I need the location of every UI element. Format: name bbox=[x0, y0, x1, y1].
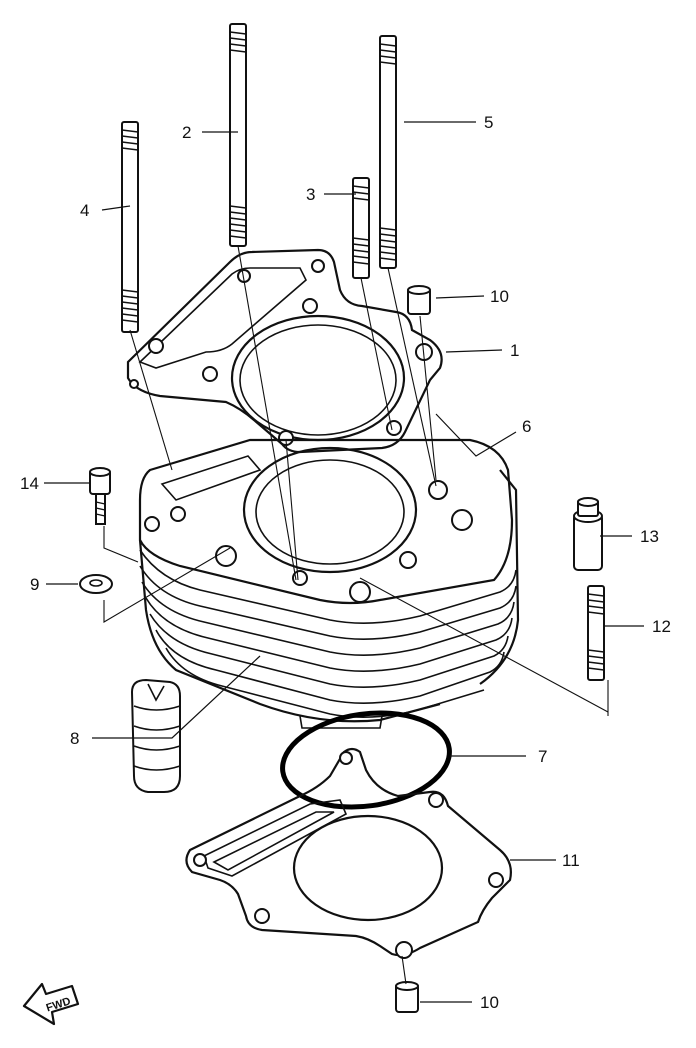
dowel-pin-10-bottom bbox=[395, 981, 419, 1013]
callout-2: 2 bbox=[182, 123, 191, 142]
cylinder-6 bbox=[138, 438, 520, 729]
fwd-arrow-icon: FWD bbox=[22, 982, 80, 1026]
bolt-14 bbox=[89, 467, 111, 525]
washer-9 bbox=[79, 574, 113, 594]
callout-7: 7 bbox=[538, 747, 547, 766]
stud-bolt-4 bbox=[121, 121, 139, 333]
fwd-label: FWD bbox=[45, 995, 73, 1014]
base-gasket-11 bbox=[185, 747, 512, 959]
callout-3: 3 bbox=[306, 185, 315, 204]
pin-13 bbox=[573, 497, 603, 571]
head-gasket-1 bbox=[126, 248, 443, 454]
callout-14: 14 bbox=[20, 474, 39, 493]
stud-12 bbox=[587, 585, 605, 681]
stud-bolt-3 bbox=[352, 177, 370, 279]
callout-13: 13 bbox=[640, 527, 659, 546]
o-ring-7 bbox=[280, 710, 452, 810]
callout-9: 9 bbox=[30, 575, 39, 594]
callout-11: 11 bbox=[562, 851, 580, 870]
callout-5: 5 bbox=[484, 113, 493, 132]
stud-bolt-5 bbox=[379, 35, 397, 269]
leader-lines bbox=[44, 121, 644, 1003]
assembly-lines bbox=[103, 245, 609, 985]
callout-10-top: 10 bbox=[490, 287, 509, 306]
callout-8: 8 bbox=[70, 729, 79, 748]
callout-4: 4 bbox=[80, 201, 89, 220]
callout-6: 6 bbox=[522, 417, 531, 436]
guide-8 bbox=[130, 678, 181, 793]
callout-10-bottom: 10 bbox=[480, 993, 499, 1012]
dowel-pin-10-top bbox=[407, 285, 431, 315]
stud-bolt-2 bbox=[229, 23, 247, 247]
callout-1: 1 bbox=[510, 341, 519, 360]
callouts: 4 2 3 5 10 1 6 14 13 9 12 8 7 11 10 bbox=[20, 113, 671, 1012]
callout-12: 12 bbox=[652, 617, 671, 636]
